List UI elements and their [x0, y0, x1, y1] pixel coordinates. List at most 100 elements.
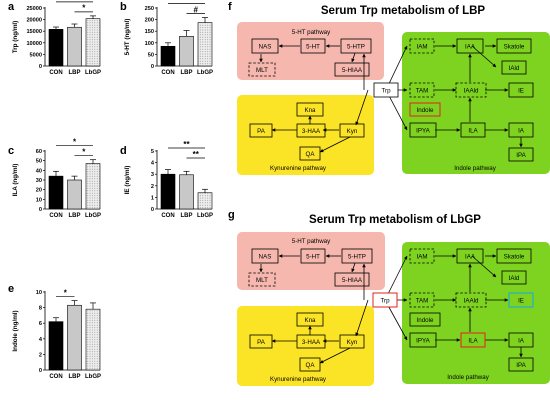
node-box: [249, 123, 273, 138]
node-qa: QA: [306, 362, 316, 369]
bar-con: [160, 45, 176, 67]
node-box-highlighted: [460, 332, 486, 348]
x-tick-label: CON: [49, 213, 62, 219]
node-box: [409, 248, 435, 264]
node-mlt: MLT: [256, 67, 268, 74]
y-tick-label: 8: [39, 306, 42, 312]
node-box: [456, 248, 484, 264]
bar-lbgp: [85, 18, 101, 67]
sig-marker: *: [82, 4, 86, 13]
edge: [471, 255, 497, 278]
panel-letter-d: d: [120, 145, 127, 157]
x-tick-label: LbGP: [85, 70, 101, 76]
node-trp: Trp: [381, 88, 391, 95]
bar-con: [48, 175, 64, 210]
node-iaa: IAA: [465, 254, 476, 261]
node-iaald: IAAld: [464, 298, 479, 305]
node-box: [296, 334, 326, 349]
y-tick-label: 0: [151, 64, 154, 70]
y-axis-label: ILA (ng/ml): [12, 164, 19, 197]
sig-marker: *: [73, 0, 77, 3]
panel-letter-b: b: [120, 1, 127, 13]
node-ipya: IPYA: [416, 338, 431, 345]
node-box: [339, 334, 365, 349]
x-tick-label: CON: [49, 374, 62, 380]
y-tick-label: 6: [39, 321, 42, 327]
node-box: [373, 82, 399, 98]
node-box: [455, 292, 487, 308]
edge: [319, 347, 351, 364]
edge: [471, 45, 497, 68]
panel-letter-a: a: [8, 1, 15, 13]
y-tick-label: 200: [145, 18, 154, 24]
node-box: [249, 334, 273, 349]
edge: [319, 136, 351, 153]
region-label-5ht: 5-HT pathway: [292, 238, 331, 245]
node-box: [334, 62, 370, 77]
node-box: [508, 147, 534, 162]
y-tick-label: 0: [39, 368, 42, 374]
sig-marker: **: [183, 140, 190, 149]
node-nas: NAS: [259, 44, 272, 51]
diagram-lbgp: g Serum Trp metabolism of LbGP 5-HT path…: [228, 209, 550, 386]
node-skatole: Skatole: [504, 44, 525, 51]
region-indole: [402, 32, 550, 174]
region-label-indole: Indole pathway: [454, 165, 497, 172]
node-box: [501, 270, 527, 285]
node-5htp: 5-HTP: [347, 44, 365, 51]
panel-letter-c: c: [8, 145, 14, 157]
y-tick-label: 15000: [26, 29, 42, 35]
node-indole: Indole: [417, 317, 434, 324]
node-ila: ILA: [468, 128, 478, 135]
y-tick-label: 0: [151, 207, 154, 213]
node-box: [508, 122, 534, 138]
node-nas: NAS: [259, 254, 272, 261]
bar-con: [48, 29, 64, 67]
diagram-title: Serum Trp metabolism of LbGP: [309, 214, 481, 226]
node-skatole: Skatole: [504, 254, 525, 261]
edge: [351, 262, 356, 273]
bar-lbp: [67, 26, 82, 67]
x-tick-label: LbGP: [197, 213, 213, 219]
node-box: [251, 38, 279, 54]
node-box: [508, 82, 534, 98]
x-tick-label: LbGP: [197, 70, 213, 76]
node-ia: IA: [518, 128, 525, 135]
y-tick-label: 20: [36, 188, 42, 194]
node-box: [248, 272, 276, 287]
bar-con: [160, 173, 176, 210]
node-iam: IAM: [416, 44, 427, 51]
panel-letter-g: g: [228, 209, 235, 221]
node-ia: IA: [518, 338, 525, 345]
node-iald: IAld: [509, 65, 520, 72]
node-box: [501, 60, 527, 75]
node-5htp: 5-HTP: [348, 254, 366, 261]
bar-con: [48, 321, 64, 371]
node-box-highlighted: [372, 292, 398, 308]
y-tick-label: 40: [36, 168, 42, 174]
y-tick-label: 60: [36, 149, 42, 155]
node-pa: PA: [257, 128, 266, 135]
node-ie: IE: [518, 88, 524, 95]
bar-lbgp: [197, 192, 213, 210]
node-box: [508, 332, 534, 348]
region-5ht: [237, 232, 385, 290]
node-ipa: IPA: [516, 362, 526, 369]
y-tick-label: 10000: [26, 41, 42, 47]
y-tick-label: 0: [39, 64, 42, 70]
node-box: [409, 38, 435, 54]
node-box: [456, 38, 484, 54]
node-box: [339, 123, 365, 138]
y-tick-label: 50: [148, 52, 154, 58]
y-axis-label: Trp (ng/ml): [12, 21, 19, 54]
y-tick-label: 4: [39, 337, 43, 343]
node-box: [496, 248, 532, 264]
sig-marker: *: [64, 288, 68, 297]
x-tick-label: LBP: [181, 70, 193, 76]
node-pa: PA: [257, 339, 266, 346]
region-kynurenine: [237, 95, 374, 175]
x-tick-label: CON: [161, 213, 174, 219]
